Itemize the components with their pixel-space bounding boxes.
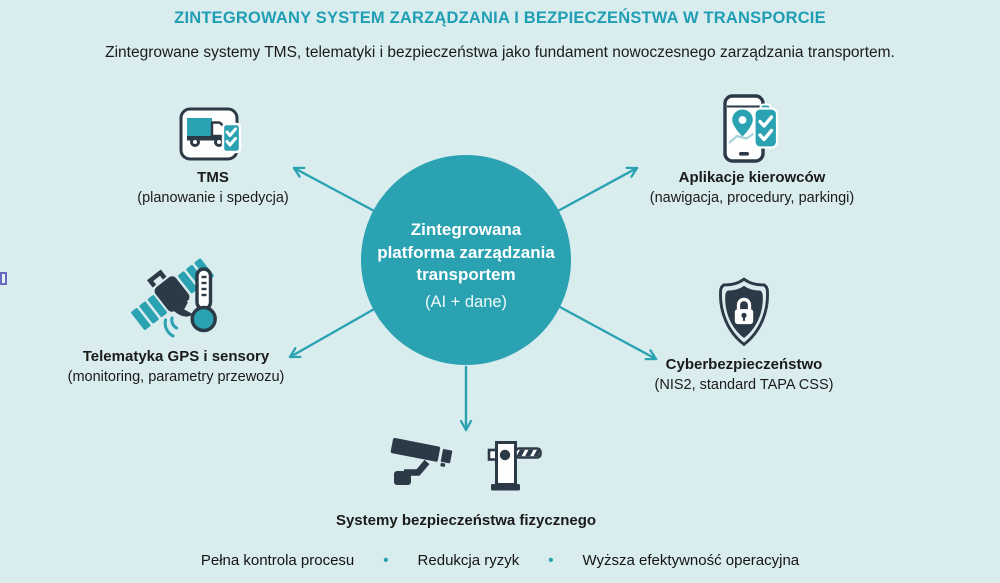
node-subtitle: (planowanie i spedycja)	[137, 190, 289, 206]
tms-icon-box	[178, 101, 248, 165]
satellite-thermometer-icon	[131, 258, 217, 338]
benefit-item: Wyższa efektywność operacyjna	[582, 552, 800, 569]
central-platform-node: Zintegrowana platforma zarządzania trans…	[361, 155, 571, 365]
node-title: Systemy bezpieczeństwa fizycznego	[335, 512, 597, 529]
central-title-line: platforma zarządzania	[377, 242, 555, 262]
node-title: Cyberbezpieczeństwo	[665, 356, 823, 373]
benefits-bar: Pełna kontrola procesu • Redukcja ryzyk …	[0, 552, 1000, 569]
central-title-line: transportem	[416, 265, 516, 285]
node-physical-security: Systemy bezpieczeństwa fizycznego	[306, 436, 626, 531]
node-title: Aplikacje kierowców	[678, 169, 826, 186]
apps-icon-box	[721, 93, 783, 165]
central-subtitle: (AI + dane)	[424, 292, 508, 311]
node-driver-apps: Aplikacje kierowców (nawigacja, procedur…	[592, 93, 912, 209]
phone-checklist-icon	[723, 94, 779, 163]
page-subtitle: Zintegrowane systemy TMS, telematyki i b…	[105, 44, 895, 61]
benefit-item: Redukcja ryzyk	[417, 552, 520, 569]
central-title-line: Zintegrowana	[410, 220, 522, 240]
node-subtitle: (NIS2, standard TAPA CSS)	[654, 377, 834, 393]
bullet-separator: •	[383, 552, 389, 569]
node-subtitle: (nawigacja, procedury, parkingi)	[649, 190, 855, 206]
cyber-icon-box	[715, 274, 773, 350]
node-tms: TMS (planowanie i spedycja)	[53, 101, 373, 209]
node-subtitle: (monitoring, parametry przewozu)	[67, 369, 285, 385]
benefit-item: Pełna kontrola procesu	[200, 552, 355, 569]
bullet-separator: •	[548, 552, 554, 569]
physical-icon-box	[389, 436, 543, 494]
telematics-icon-box	[128, 254, 224, 344]
barrier-gate-icon	[487, 441, 542, 491]
edge-artifact	[0, 272, 7, 285]
node-cybersecurity: Cyberbezpieczeństwo (NIS2, standard TAPA…	[584, 274, 904, 396]
truck-checklist-icon	[179, 107, 242, 160]
node-title: Telematyka GPS i sensory	[82, 348, 270, 365]
page-title: ZINTEGROWANY SYSTEM ZARZĄDZANIA I BEZPIE…	[174, 9, 826, 27]
node-title: TMS	[197, 169, 229, 186]
node-telematics: Telematyka GPS i sensory (monitoring, pa…	[16, 254, 336, 388]
shield-lock-icon	[719, 277, 769, 347]
cctv-camera-icon	[390, 438, 453, 485]
